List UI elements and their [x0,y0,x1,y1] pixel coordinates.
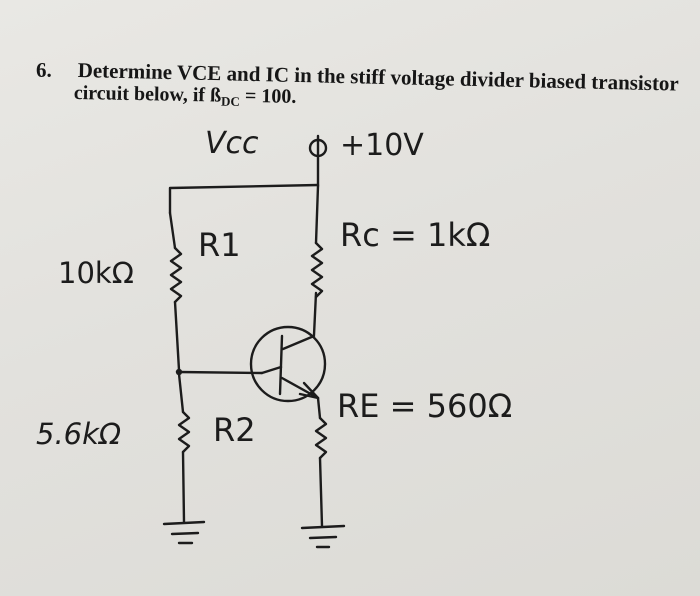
question-number: 6. [36,58,52,82]
supply-voltage-label: +10V [340,128,424,163]
r1-top-wire [168,211,177,250]
collector-wire [312,291,318,337]
r1-label: R1 [198,226,241,264]
r2-bottom-wire [181,450,186,524]
r1-resistor [169,246,183,304]
base-wire [177,370,264,375]
r2-value-label: 5.6kΩ [36,417,122,451]
junction-dot [175,368,183,376]
vcc-label: Vcc [205,126,259,161]
r1-value-label: 10kΩ [58,256,134,290]
re-label: RE = 560Ω [337,387,513,425]
rc-label: Rc = 1kΩ [340,216,491,254]
transistor-base-lead [260,365,283,375]
ground-right-icon [300,524,346,549]
re-bottom-wire [318,456,324,528]
emitter-wire [316,396,322,420]
rc-resistor [310,241,324,299]
r2-top-wire [177,372,185,414]
ground-left-icon [162,520,206,545]
top-rail-wire [168,183,320,215]
transistor-body [249,325,327,403]
r2-label: R2 [213,411,256,449]
transistor-base-bar [278,334,284,396]
collector-top-wire [314,184,320,245]
re-resistor [314,416,328,460]
transistor-collector-lead [281,334,316,351]
r2-resistor [177,410,191,454]
divider-mid-wire [173,300,181,372]
transistor-emitter-lead [280,376,320,400]
